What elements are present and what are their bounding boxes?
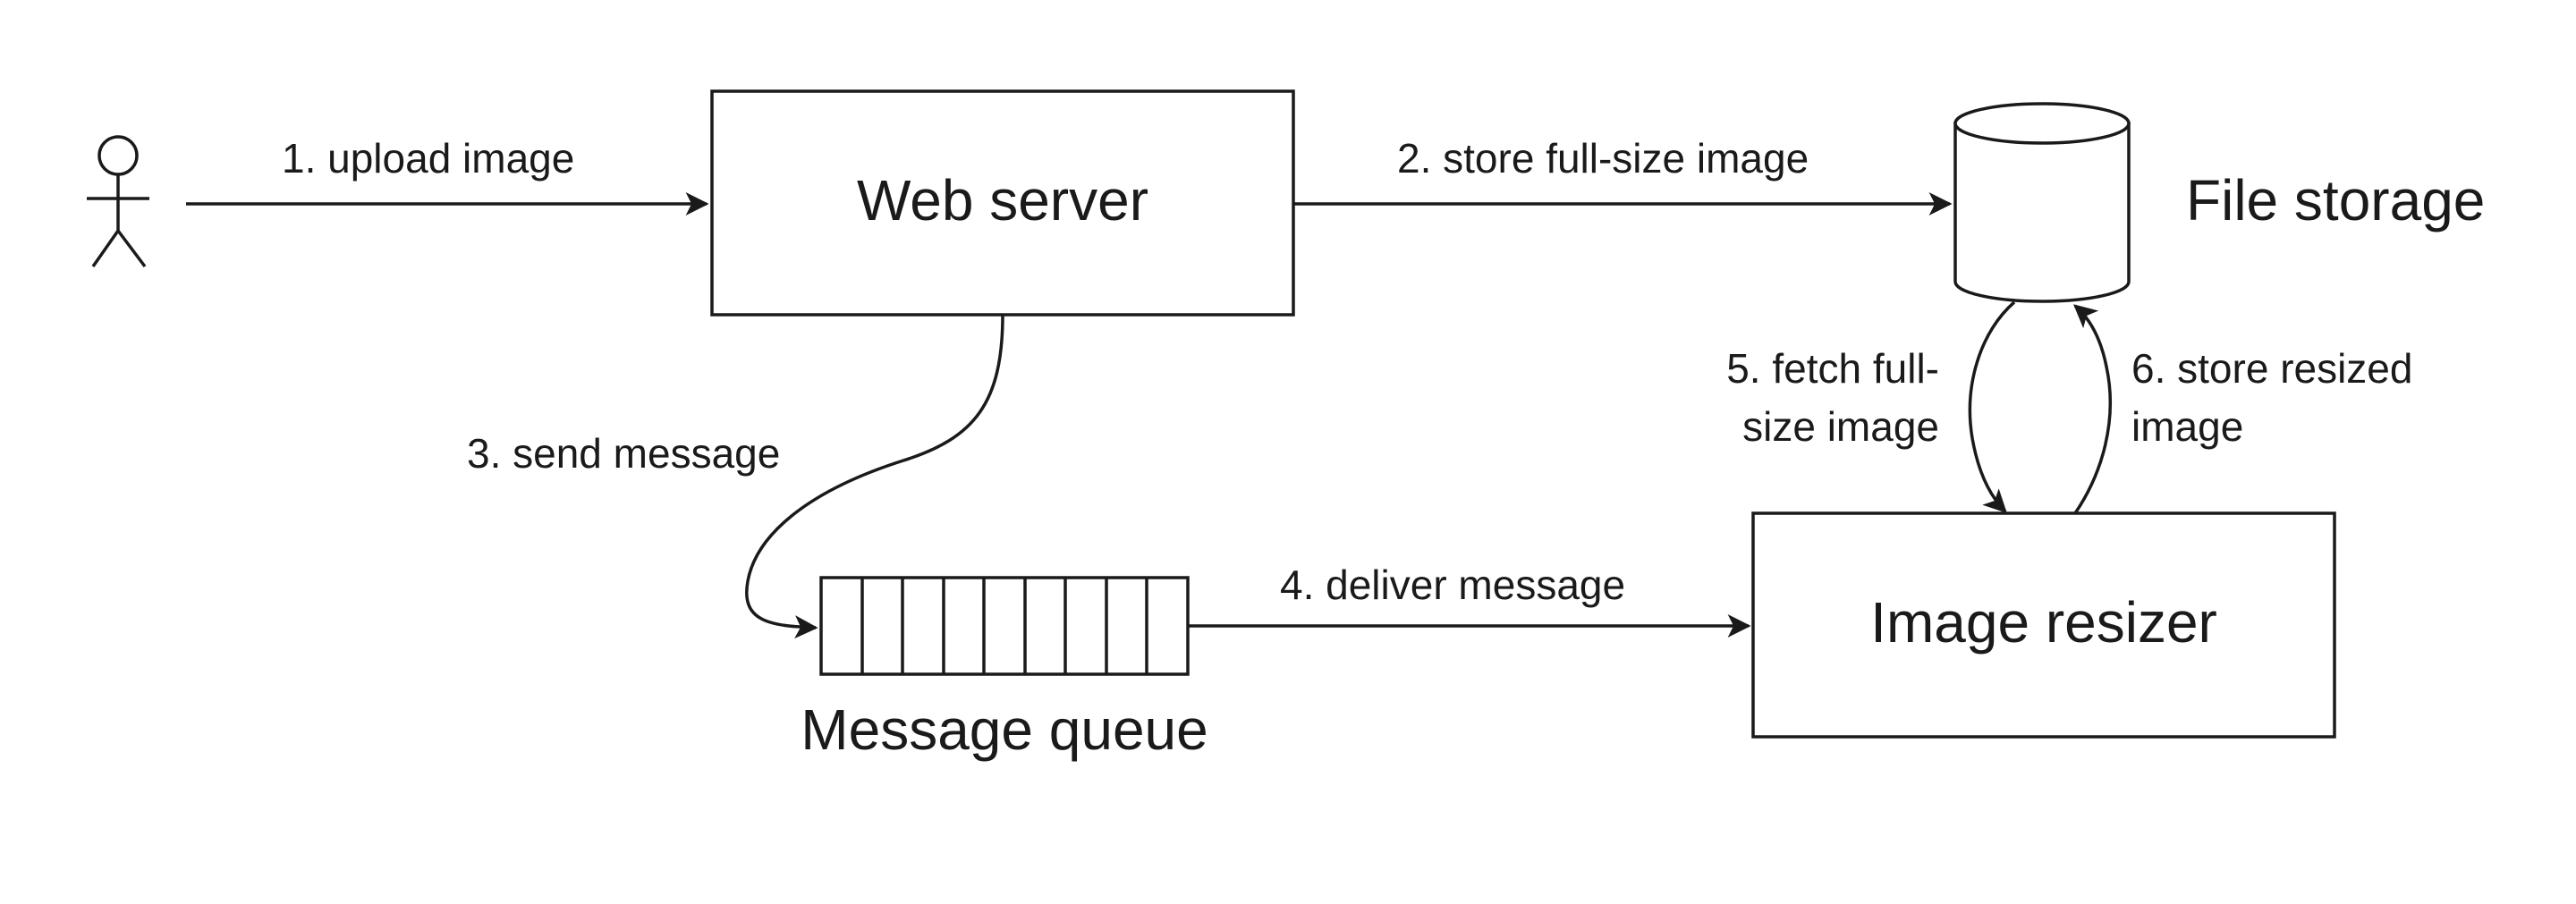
edge-store-full-size-image-label: 2. store full-size image [1397, 135, 1809, 182]
user-actor-icon [87, 135, 149, 268]
edge-send-message-label: 3. send message [467, 430, 780, 477]
edge-fetch-full-label-line1: 5. fetch full- [1726, 345, 1939, 392]
edge-fetch-full-label-line2: size image [1742, 403, 1939, 450]
file-storage-node: File storage [1953, 102, 2485, 303]
edge-fetch-full-size-image: 5. fetch full- size image [1726, 300, 2016, 513]
edge-deliver-message-label: 4. deliver message [1280, 562, 1625, 608]
edge-deliver-message: 4. deliver message [1188, 562, 1751, 638]
image-resizer-node: Image resizer [1751, 511, 2336, 739]
web-server-label: Web server [857, 168, 1148, 232]
message-queue-label: Message queue [801, 697, 1208, 762]
edge-upload-image-label: 1. upload image [282, 135, 574, 182]
edge-store-resized-label-line2: image [2131, 403, 2243, 450]
message-queue-node: Message queue [801, 576, 1208, 762]
message-queue-slots [860, 578, 1148, 674]
edge-store-full-size-image: 2. store full-size image [1293, 135, 1953, 215]
web-server-node: Web server [710, 89, 1295, 317]
edge-send-message: 3. send message [467, 314, 1004, 639]
image-resizer-label: Image resizer [1870, 590, 2217, 655]
edge-store-resized-label-line1: 6. store resized [2131, 345, 2412, 392]
file-storage-label: File storage [2186, 168, 2485, 232]
edge-upload-image: 1. upload image [186, 135, 709, 215]
edge-store-resized-image: 6. store resized image [2073, 304, 2412, 514]
